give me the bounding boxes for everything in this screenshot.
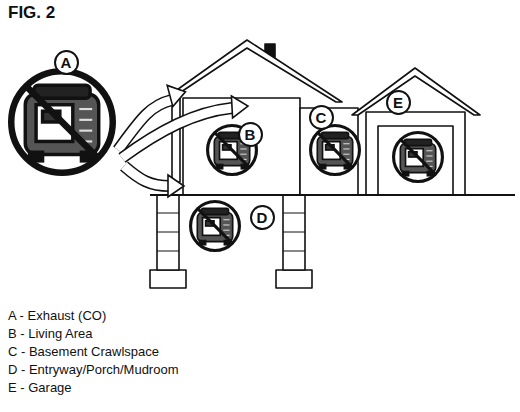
prohibition-slash (198, 209, 233, 244)
generator-vent (426, 155, 432, 156)
garage-wall (366, 112, 465, 195)
generator-vent (223, 224, 229, 225)
key-line: C - Basement Crawlspace (8, 344, 159, 360)
callout-circle: E (386, 90, 411, 115)
house-roof (160, 40, 342, 102)
generator-vent (79, 119, 92, 121)
callout-letter: B (245, 127, 256, 142)
pillar (157, 195, 179, 270)
callout-circle: C (309, 105, 334, 130)
prohibited-generator (392, 131, 444, 183)
garage-roof (352, 68, 480, 115)
prohibited-generator (206, 124, 258, 176)
generator-vent (343, 154, 349, 155)
sign-ground (309, 124, 361, 176)
generator-vent (240, 148, 246, 149)
generator-vent (223, 219, 229, 220)
sign-ground (189, 200, 241, 252)
generator-vent (426, 161, 432, 162)
prohibition-ring (11, 71, 113, 173)
callout-circle: D (250, 205, 275, 230)
prohibition-ring (311, 126, 360, 175)
exhaust-arrows (118, 81, 249, 197)
sign-ground (8, 68, 116, 176)
callout-letter: E (393, 95, 403, 110)
generator-handle (321, 132, 348, 138)
pillar (283, 195, 305, 270)
key-line: D - Entryway/Porch/Mudroom (8, 362, 179, 378)
figure-title: FIG. 2 (8, 3, 55, 23)
key-line: A - Exhaust (CO) (8, 308, 106, 324)
generator-icon (400, 139, 435, 175)
prohibition-slash (401, 140, 436, 175)
generator-vent (343, 143, 349, 144)
generator-vent (343, 148, 349, 149)
prohibited-generator (309, 124, 361, 176)
footing (276, 270, 312, 288)
exhaust-arrow-head (168, 175, 184, 197)
exhaust-arrow-head (167, 81, 188, 106)
ground-line (150, 194, 515, 196)
callout-circle: A (54, 50, 79, 75)
prohibited-generator (8, 68, 116, 176)
sign-ground (206, 124, 258, 176)
prohibition-slash (26, 86, 98, 158)
exhaust-arrow-head (231, 95, 248, 118)
callout-letter: A (61, 55, 72, 70)
prohibited-generator (189, 200, 241, 252)
prohibition-slash (318, 133, 353, 168)
prohibition-ring (191, 202, 240, 251)
generator-icon (25, 85, 98, 161)
footing (150, 270, 186, 288)
generator-vent (426, 150, 432, 151)
garage-door (378, 126, 453, 195)
generator-vent (79, 130, 92, 132)
generator-handle (34, 85, 90, 98)
key-line: B - Living Area (8, 326, 93, 342)
generator-handle (404, 139, 431, 145)
buildings (150, 40, 515, 288)
generator-vent (240, 154, 246, 155)
callout-letter: D (257, 210, 268, 225)
generator-vent (79, 108, 92, 110)
generator-icon (317, 132, 352, 168)
key-line: E - Garage (8, 380, 72, 396)
callout-circle: B (238, 122, 263, 147)
sign-ground (392, 131, 444, 183)
generator-vent (223, 230, 229, 231)
exhaust-arrow-outline (124, 166, 170, 186)
prohibition-ring (208, 126, 257, 175)
prohibition-ring (394, 133, 443, 182)
exhaust-arrow-body (124, 166, 170, 186)
generator-handle (201, 208, 228, 214)
callout-letter: C (316, 110, 327, 125)
generator-icon (197, 208, 232, 244)
